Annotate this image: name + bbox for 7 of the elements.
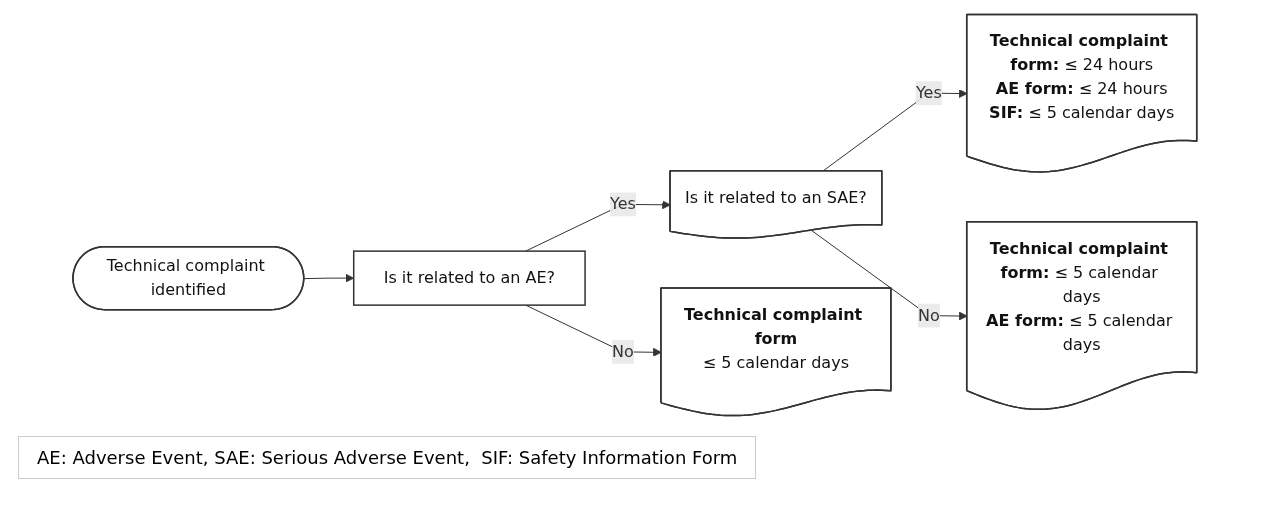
edge-label: Yes — [916, 83, 942, 103]
edge-label: No — [612, 341, 635, 361]
node-box: Is it related to an AE? — [353, 250, 586, 306]
arrow — [811, 230, 968, 321]
abbreviation-note: AE: Adverse Event, SAE: Serious Adverse Event, SIF: Safety Information Form — [18, 436, 757, 479]
edge-label: Yes — [610, 194, 637, 214]
edge-label: No — [918, 305, 940, 325]
